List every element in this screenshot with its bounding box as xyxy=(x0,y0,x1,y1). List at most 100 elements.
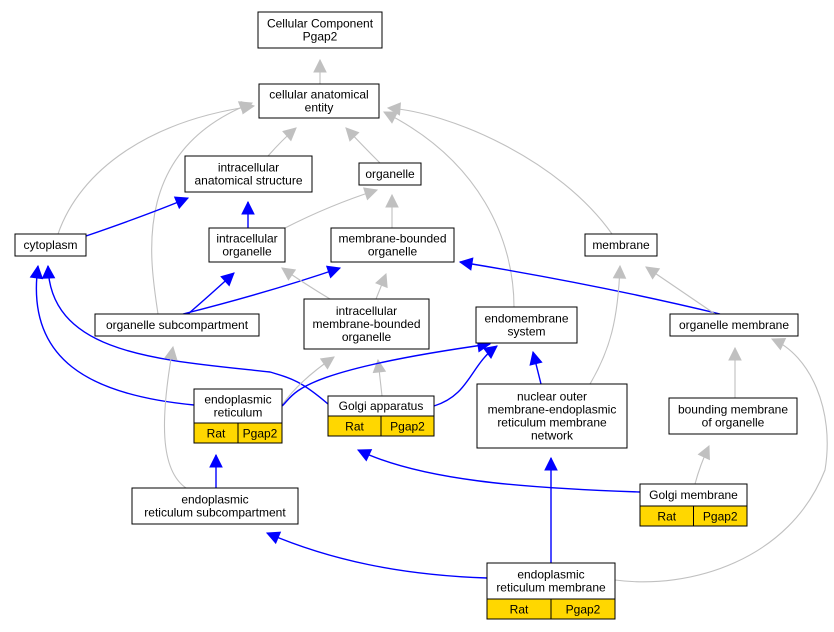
node-label-line: system xyxy=(507,325,545,339)
node-label-line: intracellular xyxy=(218,161,279,175)
node-label-line: intracellular xyxy=(216,232,277,246)
arrowhead xyxy=(770,338,787,351)
node-box xyxy=(184,155,313,193)
edge-nomer-to-membrane xyxy=(589,264,627,385)
node-label-line: Golgi membrane xyxy=(649,488,738,502)
annotation-label: Rat xyxy=(510,603,529,617)
node-label-line: membrane xyxy=(592,238,650,252)
edge-line xyxy=(459,261,721,315)
edge-golgi-to-cytoplasm xyxy=(41,264,329,405)
annotation-cell xyxy=(550,598,616,620)
node-label-line: organelle xyxy=(368,245,418,259)
arrowhead xyxy=(241,200,255,215)
edge-line xyxy=(281,343,491,407)
arrowhead xyxy=(385,193,399,208)
edge-organelle-to-cae xyxy=(345,127,381,164)
arrowhead xyxy=(41,264,56,279)
edge-er-to-cytoplasm xyxy=(29,264,195,406)
node-label-line: organelle subcompartment xyxy=(106,318,249,332)
node-label-line: of organelle xyxy=(702,416,765,430)
annotation-label: Rat xyxy=(657,510,676,524)
node-label-line: reticulum membrane xyxy=(497,416,607,430)
edge-line xyxy=(645,266,716,315)
node-label-line: membrane-bounded xyxy=(312,317,420,331)
edge-imbo-to-mbo xyxy=(375,272,388,300)
arrowhead xyxy=(612,264,627,279)
arrowhead xyxy=(372,358,387,374)
node-label-line: reticulum subcompartment xyxy=(144,506,286,520)
node-organelle[interactable]: organelle xyxy=(358,162,422,186)
arrowhead xyxy=(237,101,254,114)
arrowhead xyxy=(345,127,360,142)
arrowhead xyxy=(458,257,474,271)
node-label-line: organelle xyxy=(365,167,415,181)
node-label-line: Golgi apparatus xyxy=(339,399,424,413)
node-label-line: organelle membrane xyxy=(679,318,789,332)
edge-endosys-to-cae xyxy=(383,111,515,308)
node-label-line: endoplasmic xyxy=(517,568,584,582)
arrowhead xyxy=(164,345,178,361)
edge-cae-to-root xyxy=(313,58,327,84)
node-box xyxy=(584,233,658,257)
node-label-line: Cellular Component xyxy=(267,17,374,31)
edge-cytoplasm-to-ias xyxy=(85,196,190,237)
arrowhead xyxy=(319,356,335,370)
node-label-line: cellular anatomical xyxy=(269,88,368,102)
node-label-line: Pgap2 xyxy=(303,30,338,44)
edge-osub-to-cae xyxy=(151,101,254,315)
edge-golgimem-to-golgi xyxy=(356,449,641,493)
arrowhead xyxy=(313,58,327,73)
node-nomer[interactable]: nuclear outermembrane-endoplasmicreticul… xyxy=(476,383,628,449)
edge-imbo-to-io xyxy=(281,267,331,300)
node-cytoplasm[interactable]: cytoplasm xyxy=(14,233,87,257)
edge-line xyxy=(182,267,341,315)
arrowhead xyxy=(728,346,742,361)
arrowhead xyxy=(529,350,543,366)
node-box xyxy=(669,313,799,337)
arrowhead xyxy=(29,264,44,280)
node-label-line: membrane-endoplasmic xyxy=(488,403,617,417)
edge-omem-to-membrane xyxy=(645,266,716,315)
edge-line xyxy=(85,197,189,237)
annotation-label: Pgap2 xyxy=(243,427,278,441)
edge-golgimem-to-bmo xyxy=(694,444,710,485)
annotation-label: Rat xyxy=(207,427,226,441)
arrowhead xyxy=(697,444,710,461)
node-label-line: reticulum xyxy=(214,406,263,420)
edge-ias-to-cae xyxy=(267,127,297,157)
arrowhead xyxy=(482,345,498,359)
edge-line xyxy=(284,189,378,229)
annotation-label: Pgap2 xyxy=(390,420,425,434)
node-label-line: endomembrane xyxy=(484,312,568,326)
node-label-line: membrane-bounded xyxy=(338,232,446,246)
edge-line xyxy=(614,338,828,583)
arrowhead xyxy=(325,265,342,279)
node-label-line: cytoplasm xyxy=(23,238,77,252)
node-omem[interactable]: organelle membrane xyxy=(669,313,799,337)
arrowhead xyxy=(375,272,388,289)
node-label-line: bounding membrane xyxy=(678,403,788,417)
arrowhead xyxy=(383,111,399,124)
annotation-label: Rat xyxy=(345,420,364,434)
edge-er-to-imbo xyxy=(281,356,335,406)
node-membrane[interactable]: membrane xyxy=(584,233,658,257)
node-box xyxy=(193,388,283,424)
edge-ermem-to-omem xyxy=(614,338,828,583)
node-osub[interactable]: organelle subcompartment xyxy=(94,313,260,337)
edge-osub-to-mbo xyxy=(182,265,342,315)
node-box xyxy=(475,306,578,344)
